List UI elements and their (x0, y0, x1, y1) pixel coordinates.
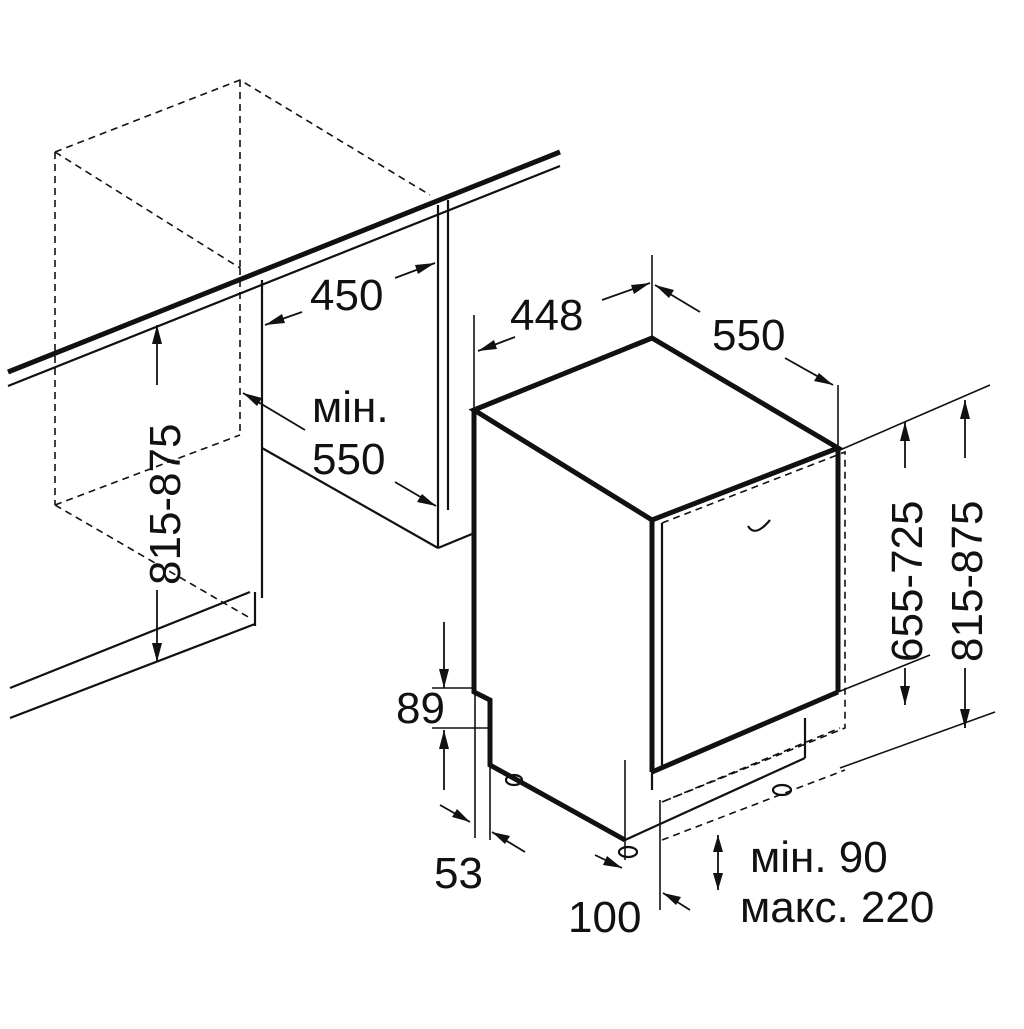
extension-lines (473, 255, 996, 910)
label-appliance-width: 448 (510, 291, 583, 340)
label-door-offset: 100 (568, 893, 641, 942)
label-plinth-height: 89 (396, 684, 445, 733)
dishwasher-body (468, 335, 846, 859)
label-niche-depth: 450 (310, 271, 383, 320)
label-min-word: мін. (312, 383, 389, 432)
label-appliance-depth: 550 (712, 311, 785, 360)
label-plinth-min: мін. 90 (750, 833, 888, 882)
label-niche-height: 815-875 (141, 424, 190, 585)
niche-cabinet (7, 79, 561, 720)
label-door-height: 655-725 (883, 501, 932, 662)
dimension-lines (152, 262, 970, 911)
label-niche-min-depth: 550 (312, 435, 385, 484)
label-plinth-max: макс. 220 (740, 883, 934, 932)
label-foot-offset: 53 (434, 849, 483, 898)
label-appliance-height: 815-875 (943, 501, 992, 662)
